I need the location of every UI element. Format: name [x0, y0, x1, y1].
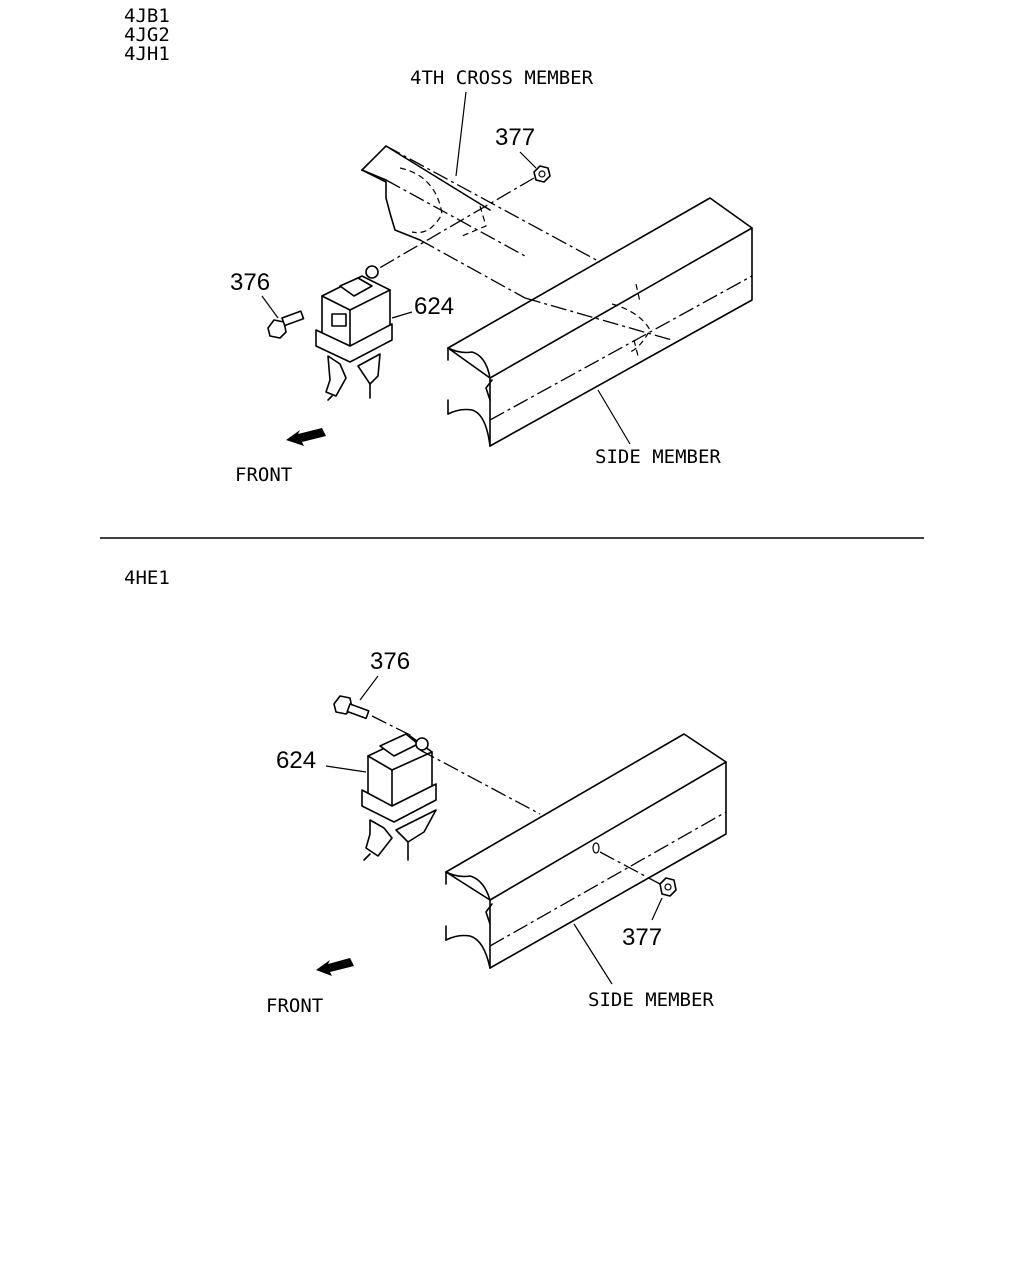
label-front-bottom: FRONT	[266, 995, 323, 1017]
label-4th-cross-member: 4TH CROSS MEMBER	[410, 67, 594, 89]
component-624-bottom	[361, 733, 661, 885]
callout-377-bottom: 377	[622, 924, 662, 951]
front-arrow-icon-bottom	[316, 958, 354, 976]
side-member-drawing-top	[447, 197, 753, 447]
engine-code-4jh1: 4JH1	[124, 43, 170, 65]
component-624-top	[315, 265, 393, 401]
label-side-member-top: SIDE MEMBER	[595, 446, 721, 468]
side-member-drawing-bottom	[445, 733, 727, 969]
front-arrow-icon-top	[286, 428, 326, 446]
callout-376-bottom: 376	[370, 648, 410, 675]
callout-376-top: 376	[230, 269, 270, 296]
nut-377-top	[375, 165, 551, 271]
nut-377-bottom	[659, 877, 677, 897]
engine-code-4jb1: 4JB1	[124, 5, 170, 27]
cross-member-drawing	[361, 145, 673, 357]
bolt-376-top	[267, 310, 305, 339]
label-side-member-bottom: SIDE MEMBER	[588, 989, 714, 1011]
bottom-section: 4HE1 SIDE MEMBER	[124, 567, 727, 1017]
callout-624-top: 624	[414, 293, 454, 320]
label-front-top: FRONT	[235, 464, 292, 486]
engine-code-4jg2: 4JG2	[124, 24, 170, 46]
bolt-376-bottom	[333, 695, 413, 737]
callout-624-bottom: 624	[276, 747, 316, 774]
engine-code-4he1: 4HE1	[124, 567, 170, 589]
top-section: 4JB1 4JG2 4JH1 4TH CROSS MEMBER	[124, 5, 753, 486]
callout-377-top: 377	[495, 124, 535, 151]
